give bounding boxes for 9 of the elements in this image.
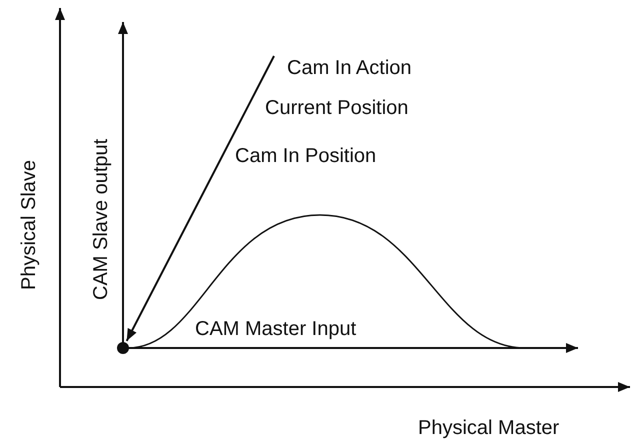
leader-arrow [126, 56, 275, 342]
axis-title: Physical Master [418, 416, 560, 440]
status-label: Cam In Action [287, 56, 412, 80]
axis-title: CAM Master Input [195, 317, 356, 341]
status-label: Current Position [265, 96, 408, 120]
axis-title: Physical Slave [17, 160, 41, 290]
axis-title: CAM Slave output [89, 138, 113, 300]
status-label: Cam In Position [235, 144, 376, 168]
origin-dot [117, 342, 129, 354]
